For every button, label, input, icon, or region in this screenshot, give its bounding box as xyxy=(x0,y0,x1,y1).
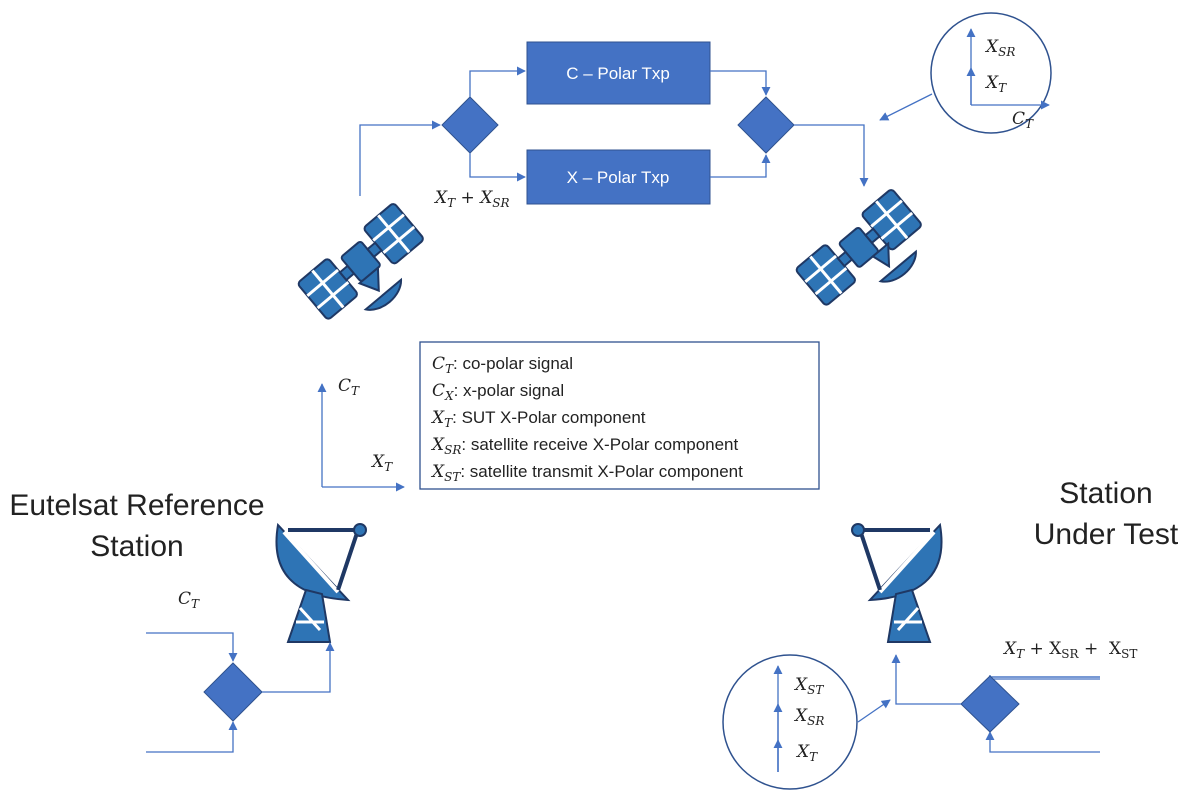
combiner-diamond xyxy=(737,96,795,154)
c-polar-label: C – Polar Txp xyxy=(566,64,670,83)
legend-entry: XSR: satellite receive X-Polar component xyxy=(430,435,739,457)
svg-text:XST: XST xyxy=(793,675,824,697)
combiner-diamond xyxy=(960,675,1020,733)
legend-entry: XST: satellite transmit X-Polar componen… xyxy=(430,462,743,484)
svg-text:XT + XSR + XST: XT + XSR + XST xyxy=(1002,639,1137,661)
svg-text:XSR: XSR xyxy=(984,37,1015,59)
dish-antenna-icon xyxy=(275,522,367,643)
sut-feed: XT + XSR + XST xyxy=(891,639,1137,753)
sut-station-title: Station xyxy=(1059,477,1152,510)
downlink-vector-circle: XSR XT CT xyxy=(930,12,1052,134)
svg-text:CT: CT xyxy=(1012,109,1034,131)
svg-text:XT: XT xyxy=(795,742,818,764)
legend-entry: XT: SUT X-Polar component xyxy=(430,408,646,430)
uplink-vector-circle: XST XSR XT xyxy=(722,654,858,790)
svg-text:XT: XT xyxy=(370,452,393,474)
legend-entry: CT: co-polar signal xyxy=(432,354,573,376)
c-polar-transponder-box xyxy=(526,41,711,105)
x-polar-transponder-box xyxy=(526,149,711,205)
uplink-sum-label: XT + XSR xyxy=(433,188,510,210)
svg-text:CT: CT xyxy=(338,376,360,398)
satellite-icon xyxy=(795,189,922,306)
sut-station-title-line2: Under Test xyxy=(1034,518,1179,551)
legend-entry: CX: x-polar signal xyxy=(432,381,564,403)
x-polar-label: X – Polar Txp xyxy=(567,168,670,187)
reference-vector-axes: CT XT xyxy=(317,376,405,492)
transponder-section: C – Polar Txp X – Polar Txp XT + XSR xyxy=(359,41,869,210)
reference-feed: CT xyxy=(146,589,335,753)
reference-station-title: Eutelsat Reference xyxy=(9,489,264,522)
satellite-icon xyxy=(297,203,424,320)
combiner-diamond xyxy=(203,662,263,722)
svg-text:CT: CT xyxy=(178,589,200,611)
legend-box: CT: co-polar signal CX: x-polar signal X… xyxy=(419,341,820,490)
dish-antenna-icon xyxy=(851,522,943,643)
svg-text:XT: XT xyxy=(984,73,1007,95)
svg-text:XSR: XSR xyxy=(793,706,824,728)
splitter-diamond xyxy=(441,96,499,154)
reference-station-title-line2: Station xyxy=(90,530,183,563)
